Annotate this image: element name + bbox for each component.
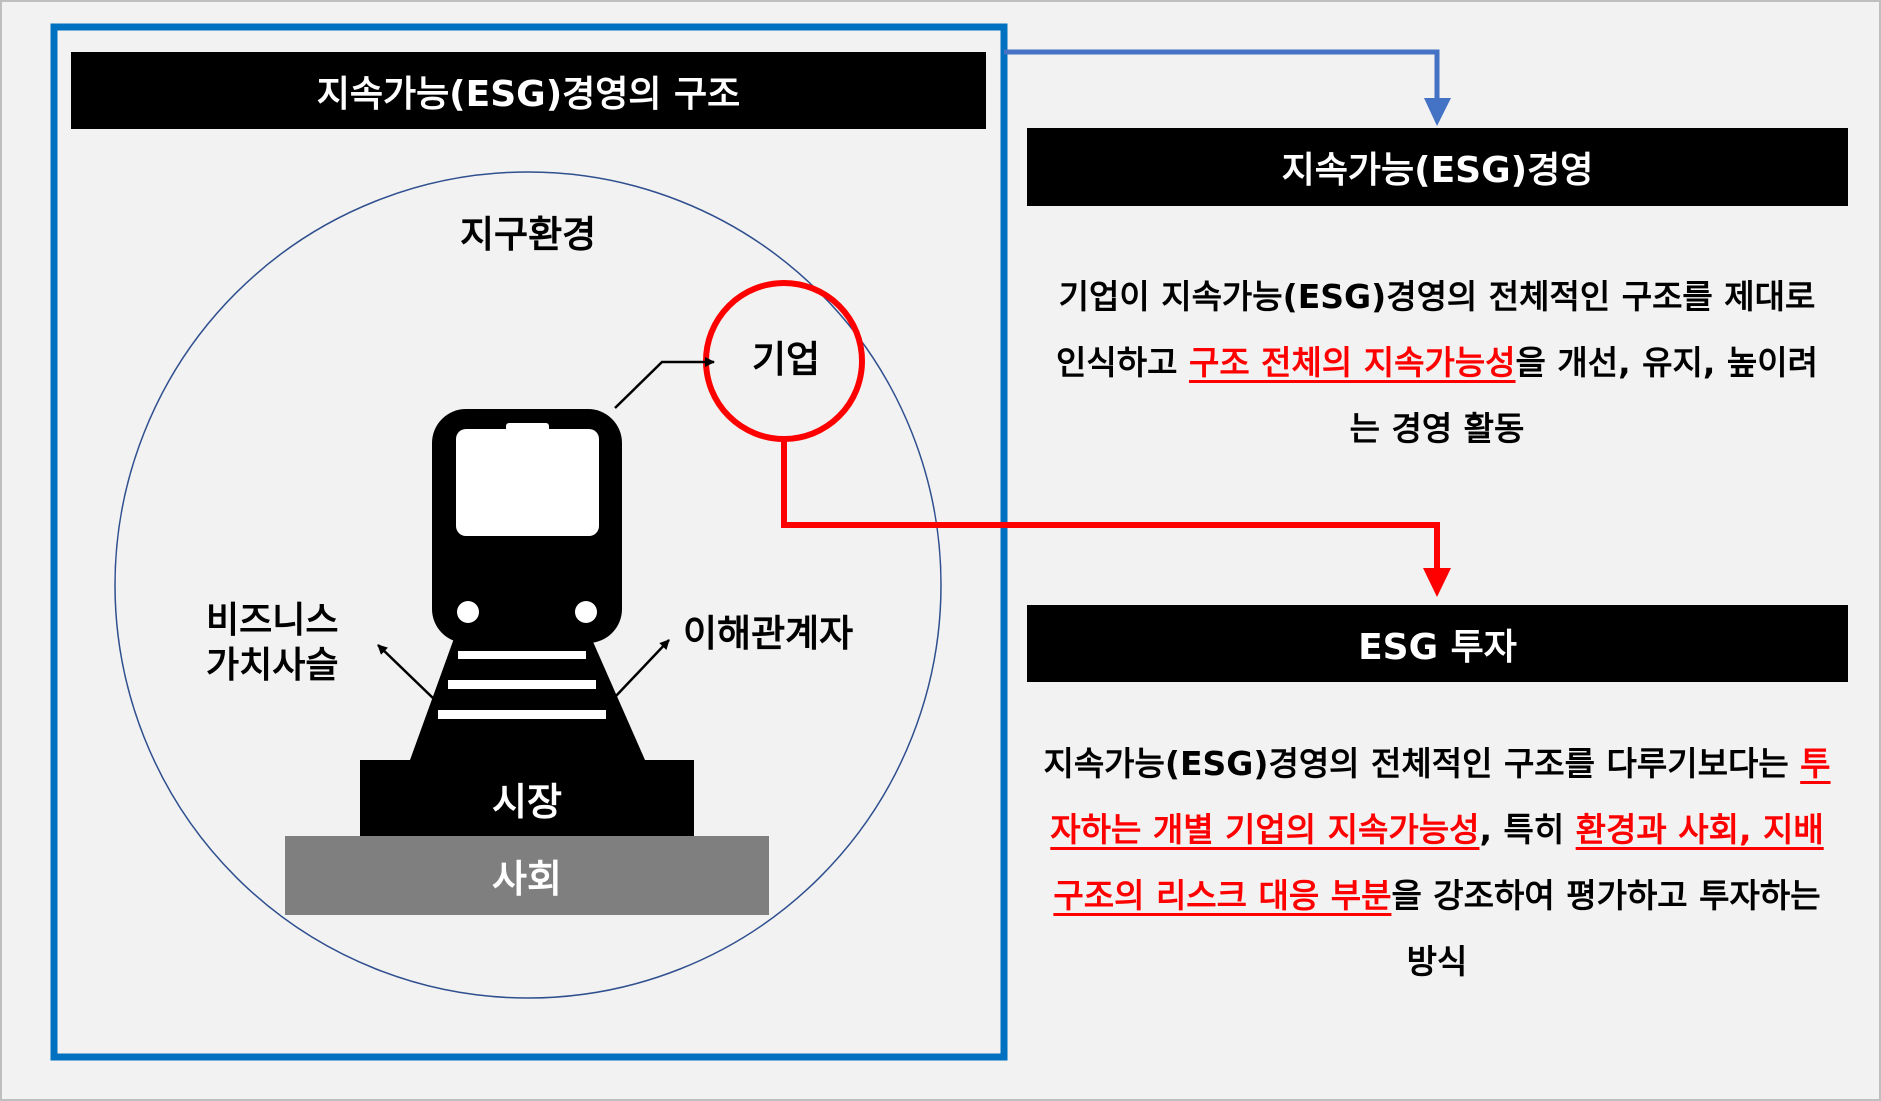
- business-value-chain-line2: 가치사슬: [206, 645, 339, 686]
- company-label: 기업: [752, 338, 821, 381]
- esg-management-desc-part2: 을 개선, 유지, 높이려는 경영 활동: [1349, 343, 1818, 448]
- train-headlight-right: [575, 601, 597, 623]
- connector-to-esg-investment: [781, 438, 1440, 574]
- connector-to-esg-investment-arrowhead: [1423, 568, 1451, 597]
- esg-investment-desc-part3: 을 강조하여 평가하고 투자하는 방식: [1391, 876, 1821, 981]
- structure-title: 지속가능(ESG)경영의 구조: [71, 52, 986, 129]
- rail-sleeper-3: [438, 710, 606, 719]
- esg-management-highlight: 구조 전체의 지속가능성: [1188, 343, 1516, 382]
- connector-to-esg-management: [1004, 49, 1440, 108]
- stakeholders-arrow: [614, 639, 670, 698]
- esg-investment-highlight-1: 투자하는 개별 기업의 지속가능성: [1050, 744, 1831, 849]
- stakeholders-label: 이해관계자: [683, 612, 854, 655]
- earth-label: 지구환경: [460, 213, 597, 256]
- structure-frame: [50, 23, 1008, 1061]
- train-to-company-arrow: [614, 357, 715, 409]
- esg-management-title: 지속가능(ESG)경영: [1027, 128, 1848, 206]
- esg-investment-desc-part1: 지속가능(ESG)경영의 전체적인 구조를 다루기보다는: [1043, 744, 1801, 783]
- esg-investment-desc-part2: , 특히: [1479, 810, 1576, 849]
- market-block: 시장: [360, 760, 694, 836]
- train-window: [456, 429, 599, 536]
- esg-investment-title: ESG 투자: [1027, 605, 1848, 682]
- society-block: 사회: [285, 836, 769, 915]
- business-value-chain-label: 비즈니스 가치사슬: [206, 598, 338, 688]
- rail-sleeper-2: [448, 680, 596, 689]
- rail-sleeper-1: [458, 651, 586, 659]
- esg-management-description: 기업이 지속가능(ESG)경영의 전체적인 구조를 제대로 인식하고 구조 전체…: [1042, 264, 1832, 462]
- esg-management-desc-part1: 기업이 지속가능(ESG)경영의 전체적인 구조를 제대로 인식하고: [1056, 277, 1816, 382]
- train-headlight-left: [457, 601, 479, 623]
- esg-investment-highlight-2: 환경과 사회, 지배구조의 리스크 대응 부분: [1053, 810, 1824, 915]
- train-roof-light: [506, 423, 549, 433]
- connector-to-esg-management-arrowhead: [1424, 98, 1451, 126]
- business-value-chain-arrow: [377, 644, 436, 701]
- business-value-chain-line1: 비즈니스: [206, 600, 339, 641]
- esg-investment-description: 지속가능(ESG)경영의 전체적인 구조를 다루기보다는 투자하는 개별 기업의…: [1042, 731, 1832, 995]
